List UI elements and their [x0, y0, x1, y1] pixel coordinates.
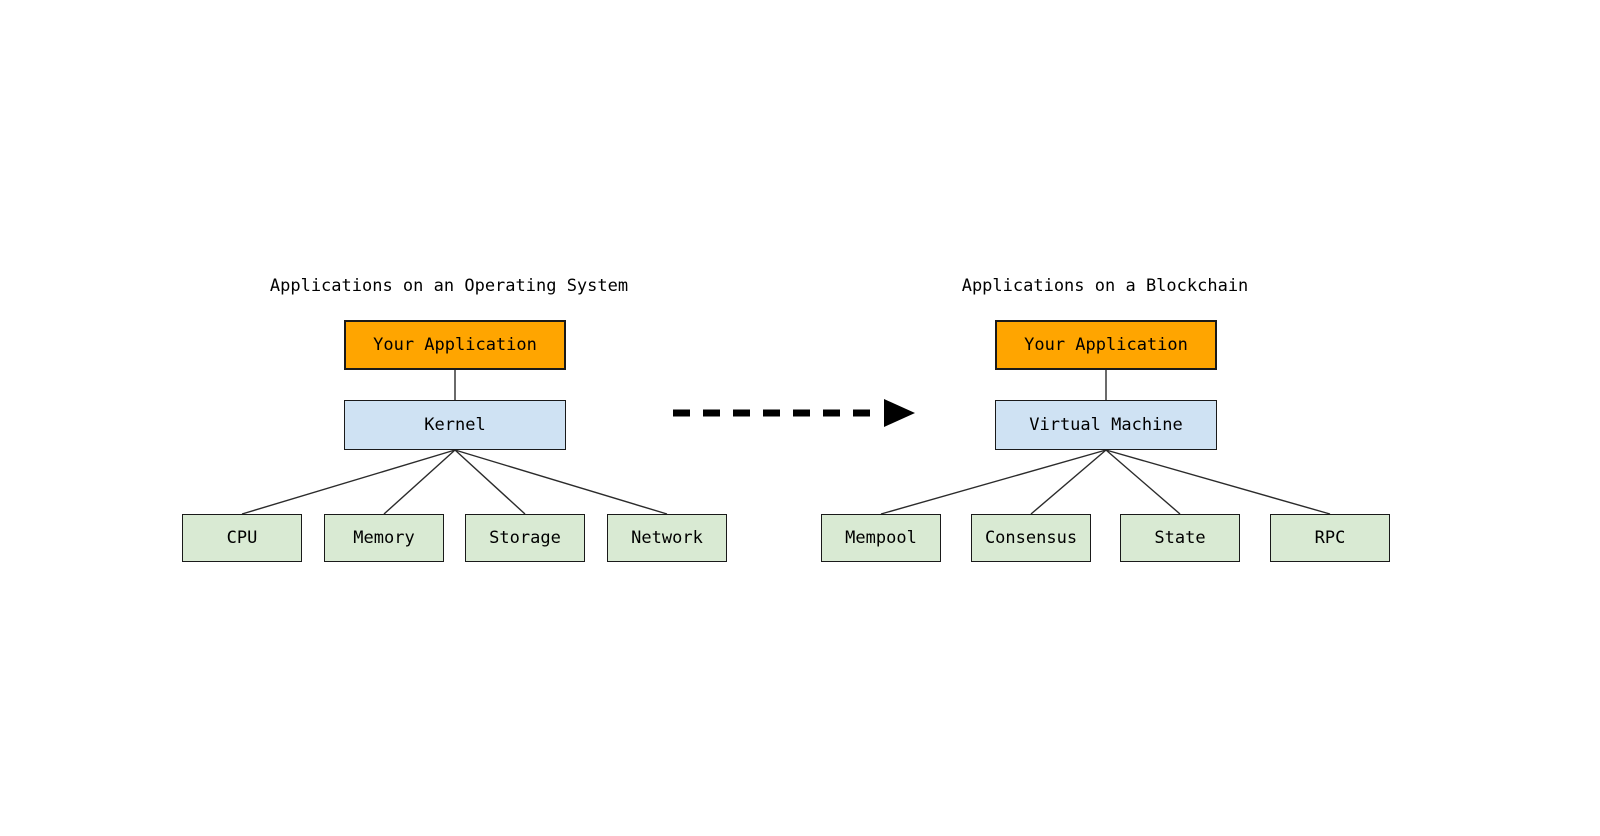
- right-fan-line-mempool: [880, 449, 1107, 515]
- right-virtual-machine-box: Virtual Machine: [995, 400, 1217, 450]
- left-kernel-box: Kernel: [344, 400, 566, 450]
- right-leaf-consensus: Consensus: [971, 514, 1091, 562]
- left-leaf-storage: Storage: [465, 514, 585, 562]
- dashed-right-arrow-icon: [673, 399, 915, 427]
- left-your-application-box: Your Application: [344, 320, 566, 370]
- left-fan-line-network: [454, 449, 668, 515]
- right-diagram-title: Applications on a Blockchain: [961, 276, 1249, 296]
- right-fan-line-state: [1105, 449, 1181, 515]
- left-leaf-network: Network: [607, 514, 727, 562]
- right-your-application-box: Your Application: [995, 320, 1217, 370]
- right-leaf-mempool: Mempool: [821, 514, 941, 562]
- left-leaf-cpu: CPU: [182, 514, 302, 562]
- right-fan-line-consensus: [1030, 449, 1107, 515]
- right-leaf-state: State: [1120, 514, 1240, 562]
- left-fan-line-cpu: [241, 449, 456, 515]
- left-fan-line-memory: [383, 449, 456, 515]
- left-diagram-title: Applications on an Operating System: [269, 276, 629, 296]
- left-fan-line-storage: [454, 449, 526, 515]
- arrow-head: [884, 399, 915, 427]
- right-leaf-rpc: RPC: [1270, 514, 1390, 562]
- right-fan-line-rpc: [1105, 449, 1331, 515]
- left-leaf-memory: Memory: [324, 514, 444, 562]
